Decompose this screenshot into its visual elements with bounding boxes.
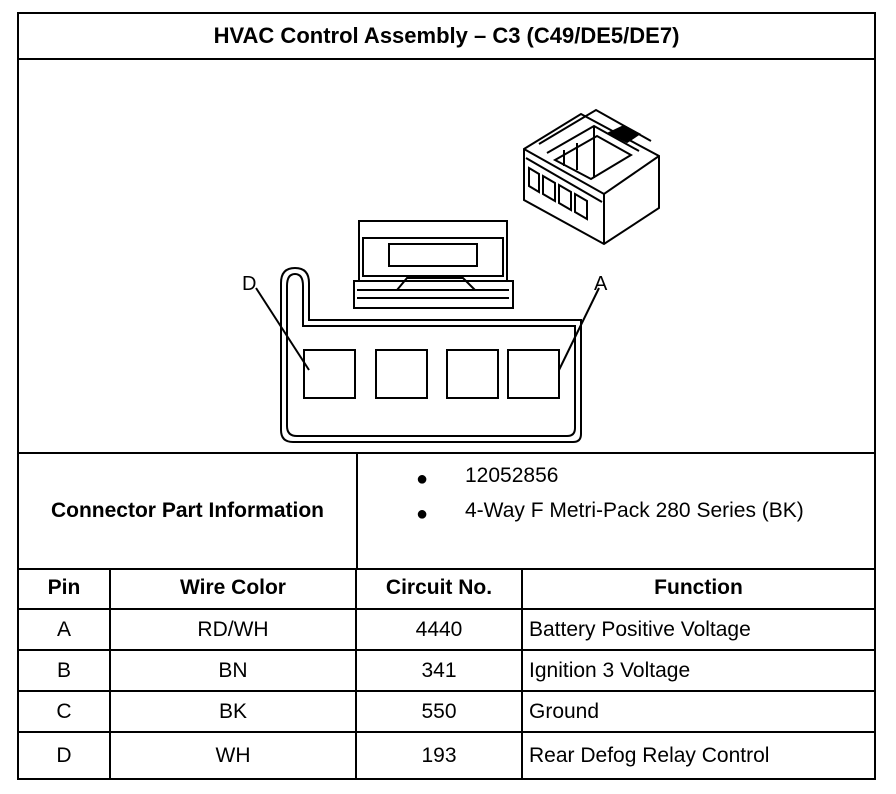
connector-drawing: D A [242,108,660,443]
wire-color-cell: RD/WH [111,610,357,649]
pin-cell: C [19,692,111,731]
header-function: Function [654,576,743,599]
table-row: B BN 341 Ignition 3 Voltage [19,651,874,692]
pin-cell: D [19,733,111,778]
pin-table: Pin Wire Color Circuit No. Function A RD… [19,568,874,778]
list-item: ● 12052856 [358,464,874,494]
circuit-cell: 341 [357,651,523,690]
circuit-cell: 550 [357,692,523,731]
function-cell: Ground [529,699,600,723]
pin-cell: A [19,610,111,649]
header-wire-color: Wire Color [111,568,357,608]
pin-label-a: A [594,273,608,295]
table-row: D WH 193 Rear Defog Relay Control [19,733,874,778]
header-circuit-no: Circuit No. [357,568,523,608]
function-cell: Battery Positive Voltage [529,617,751,641]
table-row: A RD/WH 4440 Battery Positive Voltage [19,610,874,651]
cavity-c [375,349,428,399]
function-cell: Ignition 3 Voltage [529,658,691,682]
sheet-title: HVAC Control Assembly – C3 (C49/DE5/DE7) [19,14,874,60]
connector-sheet: HVAC Control Assembly – C3 (C49/DE5/DE7) [17,12,876,780]
table-row: C BK 550 Ground [19,692,874,733]
connector-face-view [255,220,600,443]
wire-color-cell: BN [111,651,357,690]
pin-cell: B [19,651,111,690]
connector-illustration: D A [19,58,874,454]
list-item: ● 4-Way F Metri-Pack 280 Series (BK) [358,499,874,529]
leader-line-d [255,287,310,371]
part-description: 4-Way F Metri-Pack 280 Series (BK) [465,499,804,522]
cavity-b [446,349,499,399]
leader-line-a [558,287,600,371]
connector-part-info-label: Connector Part Information [19,454,358,568]
wire-color-cell: WH [111,733,357,778]
cavity-d [303,349,356,399]
connector-part-info: Connector Part Information ● 12052856 ● … [19,454,874,570]
connector-part-info-list: ● 12052856 ● 4-Way F Metri-Pack 280 Seri… [358,454,874,568]
function-cell: Rear Defog Relay Control [529,743,770,767]
part-number: 12052856 [465,464,559,487]
circuit-cell: 193 [357,733,523,778]
wire-color-cell: BK [111,692,357,731]
header-pin: Pin [19,568,111,608]
cavity-a [507,349,560,399]
table-header-row: Pin Wire Color Circuit No. Function [19,568,874,610]
circuit-cell: 4440 [357,610,523,649]
connector-isometric-view [523,108,660,246]
pin-label-d: D [242,273,256,295]
bullet-icon: ● [416,468,429,490]
bullet-icon: ● [416,503,429,525]
